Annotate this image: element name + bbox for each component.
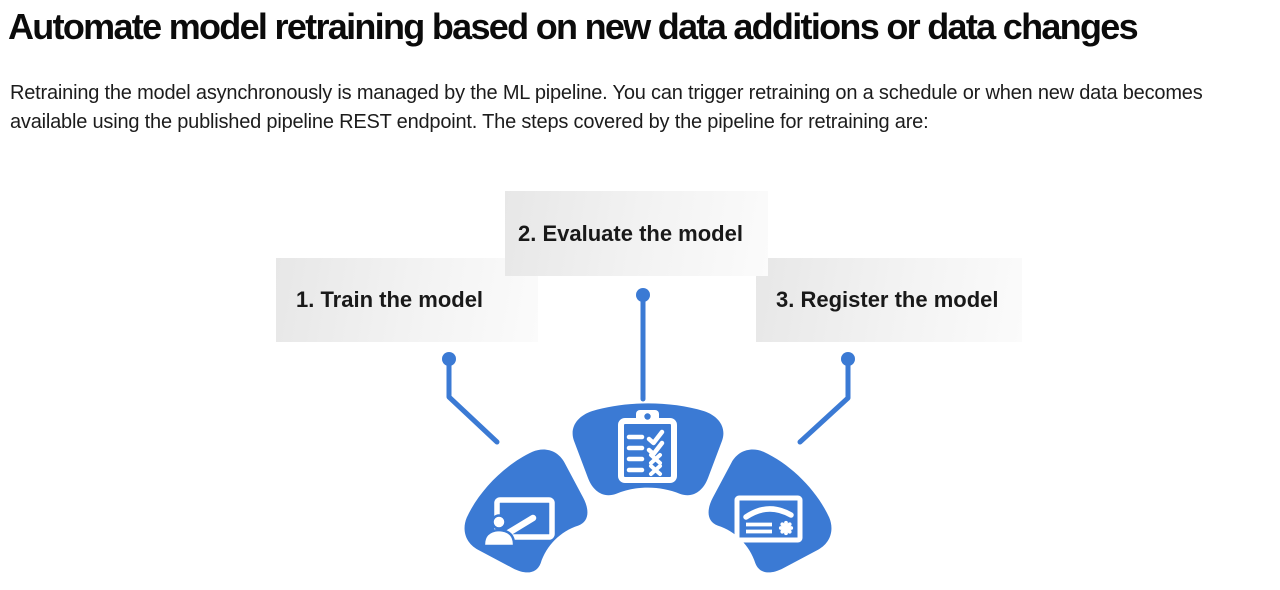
presenter-board-icon (482, 497, 555, 548)
step-label-evaluate-text: 2. Evaluate the model (518, 220, 743, 246)
step-label-train-text: 1. Train the model (296, 287, 484, 312)
intro-paragraph: Retraining the model asynchronously is m… (10, 82, 1203, 133)
page-title: Automate model retraining based on new d… (8, 6, 1139, 47)
step-label-register: 3. Register the model (756, 258, 1022, 342)
connector-register-line (797, 352, 855, 445)
connector-train-line (442, 352, 500, 445)
step-label-train: 1. Train the model (276, 258, 538, 342)
connector-evaluate-line (636, 288, 650, 402)
step-label-evaluate: 2. Evaluate the model (505, 191, 768, 276)
step-label-register-text: 3. Register the model (776, 287, 999, 312)
certificate-icon (734, 495, 803, 543)
checklist-clipboard-icon (618, 410, 677, 483)
